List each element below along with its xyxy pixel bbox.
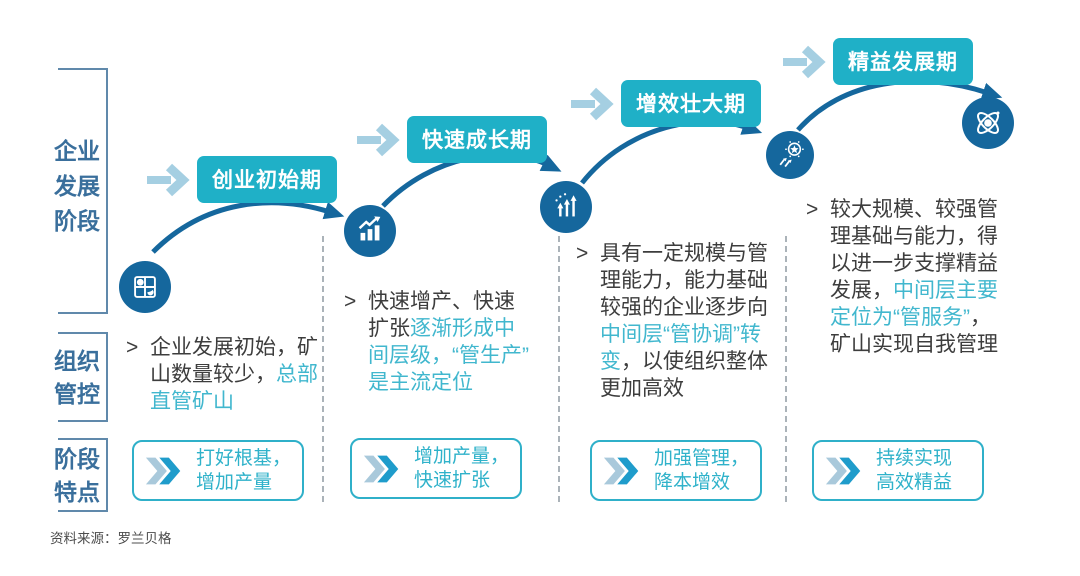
feature-box-4: 持续实现 高效精益 <box>812 440 984 501</box>
feature-text: 加强管理， 降本增效 <box>654 447 750 493</box>
stage-description-text: 具有一定规模与管 理能力，能力基础 较强的企业逐步向 中间层“管协调”转 变，以… <box>600 242 768 400</box>
feature-text: 持续实现 高效精益 <box>876 447 953 493</box>
innovation-star-icon <box>779 141 804 168</box>
puzzle-icon <box>134 276 156 298</box>
atom-icon <box>977 111 1000 134</box>
stage-description-2: > 快速增产、快速 扩张逐渐形成中 间层级，“管生产” 是主流定位 <box>344 288 556 396</box>
double-chevron-icon <box>145 457 181 484</box>
row-label-org-control: 组织 管控 <box>54 348 100 407</box>
feature-text: 打好根基， 增加产量 <box>196 447 292 493</box>
stage-banner-label: 快速成长期 <box>407 116 547 163</box>
curve-arrow-4 <box>796 78 1003 132</box>
stage-description-1: > 企业发展初始，矿 山数量较少，总部 直管矿山 <box>126 334 338 415</box>
stage-banner-label: 精益发展期 <box>833 38 973 85</box>
stage-banner-group-2: 快速成长期 <box>356 116 547 163</box>
stage-circle-2 <box>344 205 396 257</box>
double-chevron-icon <box>603 457 639 484</box>
stage-banner-group-4: 精益发展期 <box>782 38 973 85</box>
stage-banner-label: 增效壮大期 <box>621 80 761 127</box>
stage-circle-3 <box>540 181 592 233</box>
row-label-stage-features: 阶段 特点 <box>54 446 100 505</box>
double-chevron-icon <box>363 455 399 482</box>
stage-circle-1 <box>119 261 171 313</box>
stage-description-text: 企业发展初始，矿 山数量较少，总部 直管矿山 <box>150 336 318 413</box>
bracket-org-control <box>58 332 108 422</box>
feature-text: 增加产量， 快速扩张 <box>414 445 510 491</box>
double-chevron-icon <box>825 457 861 484</box>
bullet-marker: > <box>344 290 357 313</box>
stage-description-text: 快速增产、快速 扩张逐渐形成中 间层级，“管生产” 是主流定位 <box>368 290 529 394</box>
curve-arrow-1 <box>151 200 345 254</box>
bullet-marker: > <box>126 336 139 359</box>
bracket-stage-features <box>58 438 108 512</box>
stage-banner-label: 创业初始期 <box>197 156 337 203</box>
curve-arrow-3 <box>580 117 763 185</box>
bracket-development-stages <box>58 68 108 314</box>
stage-circle-4 <box>766 131 814 179</box>
stage-banner-group-1: 创业初始期 <box>146 156 337 203</box>
stage-banner-group-3: 增效壮大期 <box>570 80 761 127</box>
stage-circle-5 <box>962 97 1014 149</box>
stage-description-4: > 较大规模、较强管 理基础与能力，得 以进一步支撑精益 发展，中间层主要 定位… <box>806 196 1056 358</box>
banner-arrow-icon <box>571 87 614 120</box>
banner-arrow-icon <box>147 163 190 196</box>
bullet-marker: > <box>576 242 589 265</box>
stage-description-3: > 具有一定规模与管 理能力，能力基础 较强的企业逐步向 中间层“管协调”转 变… <box>576 240 788 402</box>
bullet-marker: > <box>806 198 819 221</box>
feature-box-1: 打好根基， 增加产量 <box>132 440 304 501</box>
feature-box-2: 增加产量， 快速扩张 <box>350 438 522 499</box>
stage-description-text: 较大规模、较强管 理基础与能力，得 以进一步支撑精益 发展，中间层主要 定位为“… <box>830 198 998 356</box>
row-label-development-stages: 企业 发展 阶段 <box>54 138 100 234</box>
banner-arrow-icon <box>357 123 400 156</box>
source-note: 资料来源：罗兰贝格 <box>50 531 172 546</box>
growth-chart-icon <box>358 216 381 241</box>
column-separator <box>558 236 560 502</box>
column-separator <box>322 236 324 502</box>
banner-arrow-icon <box>783 45 826 78</box>
column-separator <box>785 236 787 502</box>
feature-box-3: 加强管理， 降本增效 <box>590 440 762 501</box>
rising-arrows-icon <box>555 193 577 217</box>
